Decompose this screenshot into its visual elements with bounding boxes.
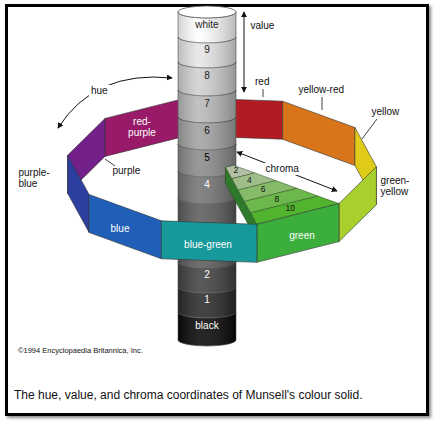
axis-label: value — [251, 20, 276, 32]
leader-line — [362, 119, 377, 139]
leader-line — [105, 159, 115, 166]
node-text: green — [289, 230, 315, 242]
hue-name: purple-blue — [19, 167, 58, 190]
hue-name: yellow-red — [299, 84, 346, 96]
node-text: 1 — [204, 294, 210, 306]
value-band: 5 — [201, 151, 213, 165]
chroma-number: 6 — [261, 185, 267, 195]
chroma-number: 8 — [274, 195, 280, 205]
hue-panel-label: blue-green — [181, 238, 235, 252]
label-text: 4 — [247, 176, 253, 186]
label-text: chroma — [266, 163, 305, 175]
axis-label: chroma — [264, 163, 307, 175]
axis-label: hue — [89, 85, 115, 97]
hue-name: yellow — [372, 106, 401, 118]
chroma-number: 2 — [233, 166, 239, 176]
label-text: purple — [113, 165, 142, 177]
node-text: 9 — [204, 44, 210, 56]
chroma-number: 10 — [286, 204, 297, 214]
node-text: 4 — [204, 179, 210, 191]
value-band: 6 — [201, 124, 213, 138]
label-text: 2 — [233, 166, 239, 176]
value-band: 2 — [201, 268, 213, 282]
node-text: 6 — [204, 125, 210, 137]
value-band: 8 — [201, 69, 213, 83]
leader-line — [263, 89, 264, 97]
hue-panel-label: blue — [108, 222, 133, 236]
hue-panel-label: green — [286, 229, 318, 243]
hue-panel-label: red-purple — [119, 115, 165, 140]
node-text: 5 — [204, 152, 210, 164]
label-text: green-yellow — [381, 175, 421, 198]
label-text: yellow-red — [299, 84, 346, 96]
hue-panel — [283, 101, 355, 165]
chroma-number: 4 — [247, 176, 253, 186]
label-text: value — [251, 20, 276, 32]
node-text: blue — [111, 223, 130, 235]
node-text: 7 — [204, 98, 210, 110]
caption: The hue, value, and chroma coordinates o… — [14, 389, 364, 403]
label-text: 10 — [286, 204, 297, 214]
node-text: 8 — [204, 70, 210, 82]
label-text: red — [255, 76, 271, 88]
label-text: purple-blue — [19, 167, 57, 190]
node-text: black — [195, 320, 218, 332]
chroma-arrow — [237, 152, 337, 191]
label-text: 6 — [261, 185, 267, 195]
value-band: 1 — [201, 293, 213, 307]
copyright-note: ©1994 Encyclopaedia Britannica, Inc. — [18, 347, 144, 356]
node-text: white — [195, 19, 218, 31]
hue-name: red — [255, 76, 271, 88]
node-text: red-purple — [122, 116, 162, 139]
label-text: 8 — [274, 195, 280, 205]
hue-name: purple — [113, 165, 142, 177]
cylinder-top — [178, 6, 236, 18]
leader-line — [322, 97, 323, 110]
hue-panel — [89, 195, 161, 259]
hue-panel — [68, 155, 90, 232]
value-band: white — [192, 18, 222, 32]
node-text: blue-green — [184, 239, 232, 251]
hue-panel — [257, 204, 339, 263]
node-text: 2 — [204, 269, 210, 281]
hue-panel — [105, 98, 187, 157]
label-text: yellow — [372, 106, 401, 118]
label-text: hue — [91, 85, 113, 97]
hue-name: green-yellow — [381, 175, 422, 198]
hue-panel — [161, 221, 257, 262]
label-text: The hue, value, and chroma coordinates o… — [14, 389, 364, 403]
value-band: 4 — [201, 178, 213, 192]
hue-panel — [339, 167, 376, 242]
value-arrow — [244, 12, 245, 92]
value-band: 9 — [201, 43, 213, 57]
hue-arrow — [58, 77, 172, 128]
value-band: black — [192, 319, 222, 333]
label-text: ©1994 Encyclopaedia Britannica, Inc. — [18, 347, 144, 356]
value-band: 7 — [201, 97, 213, 111]
